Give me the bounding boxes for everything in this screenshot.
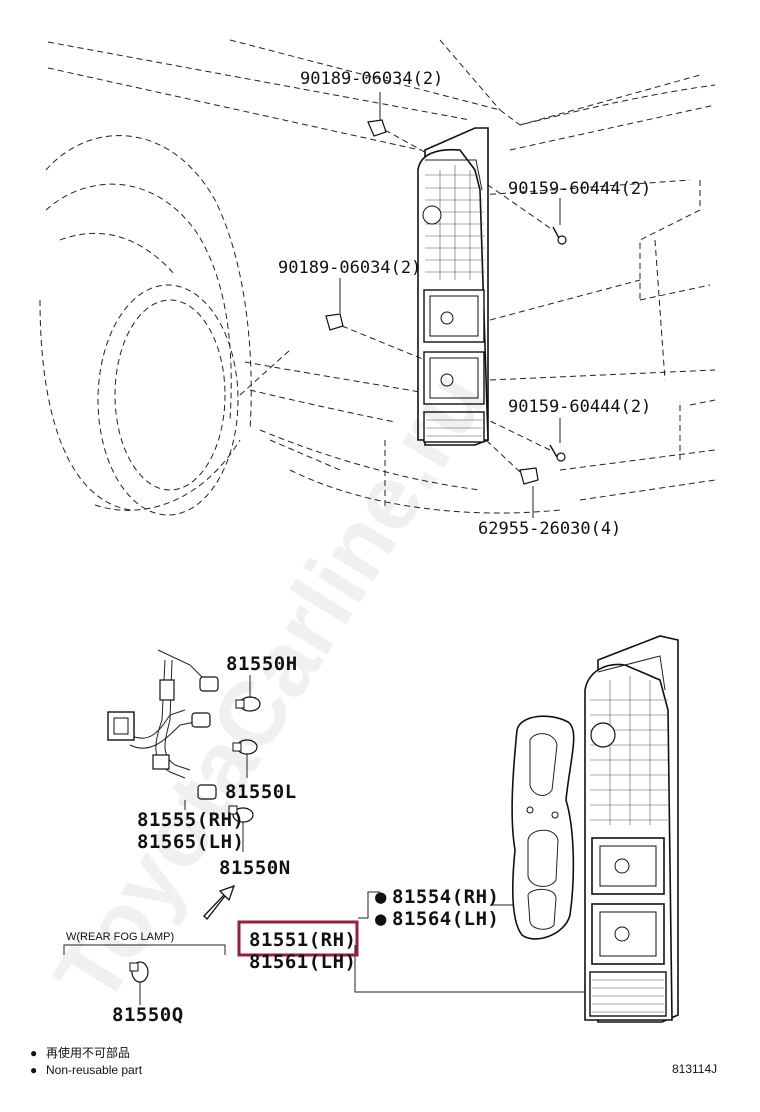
legend-marker: ● xyxy=(30,1046,37,1060)
label-screw-mid: 90189-06034(2) xyxy=(278,258,421,278)
non-reusable-marker: ● xyxy=(375,908,387,930)
diagram-id: 813114J xyxy=(672,1062,717,1076)
lens-hatching-lower xyxy=(590,676,668,825)
legend-item-jp: 再使用不可部品 xyxy=(46,1045,130,1060)
label-gasket-lh: 81564(LH) xyxy=(392,908,499,930)
label-gasket-rh: 81554(RH) xyxy=(392,886,499,908)
bulb-l-icon xyxy=(232,739,258,755)
direction-arrow-icon xyxy=(203,884,236,920)
label-socket-rh: 81555(RH) xyxy=(137,809,244,831)
legend: ● 再使用不可部品 ● Non-reusable part xyxy=(30,1045,143,1077)
fog-lamp-note: W(REAR FOG LAMP) xyxy=(66,931,174,943)
vehicle-body-outline xyxy=(39,39,716,516)
label-screw-top: 90189-06034(2) xyxy=(300,69,443,89)
lower-leader-lines xyxy=(63,675,588,1005)
label-bulb-q: 81550Q xyxy=(112,1004,184,1026)
socket-wiring-harness xyxy=(107,649,219,800)
fastener-bolt-lower xyxy=(549,444,566,462)
label-lamp-lh[interactable]: 81561(LH) xyxy=(249,951,356,973)
upper-leader-lines xyxy=(339,92,561,518)
label-bolt-upper: 90159-60444(2) xyxy=(508,179,651,199)
legend-marker: ● xyxy=(30,1063,37,1077)
non-reusable-marker: ● xyxy=(375,886,387,908)
label-bulb-n: 81550N xyxy=(219,857,291,879)
fastener-bolt-upper xyxy=(552,226,567,245)
label-bolt-lower: 90159-60444(2) xyxy=(508,397,651,417)
part-highlight-box xyxy=(237,920,359,957)
tail-lamp-installed xyxy=(417,127,489,446)
legend-item-en: Non-reusable part xyxy=(46,1063,143,1077)
label-socket-lh: 81565(LH) xyxy=(137,831,244,853)
fastener-clip xyxy=(519,467,539,485)
fastener-screw-top xyxy=(367,119,387,137)
gasket xyxy=(511,715,575,940)
tail-lamp-exploded xyxy=(584,635,679,1023)
label-bulb-h: 81550H xyxy=(226,653,298,675)
label-lamp-rh[interactable]: 81551(RH) xyxy=(249,929,356,951)
label-clip: 62955-26030(4) xyxy=(478,519,621,539)
bulb-n-icon xyxy=(228,805,254,823)
label-bulb-l: 81550L xyxy=(225,781,297,803)
fastener-screw-mid xyxy=(325,313,344,331)
